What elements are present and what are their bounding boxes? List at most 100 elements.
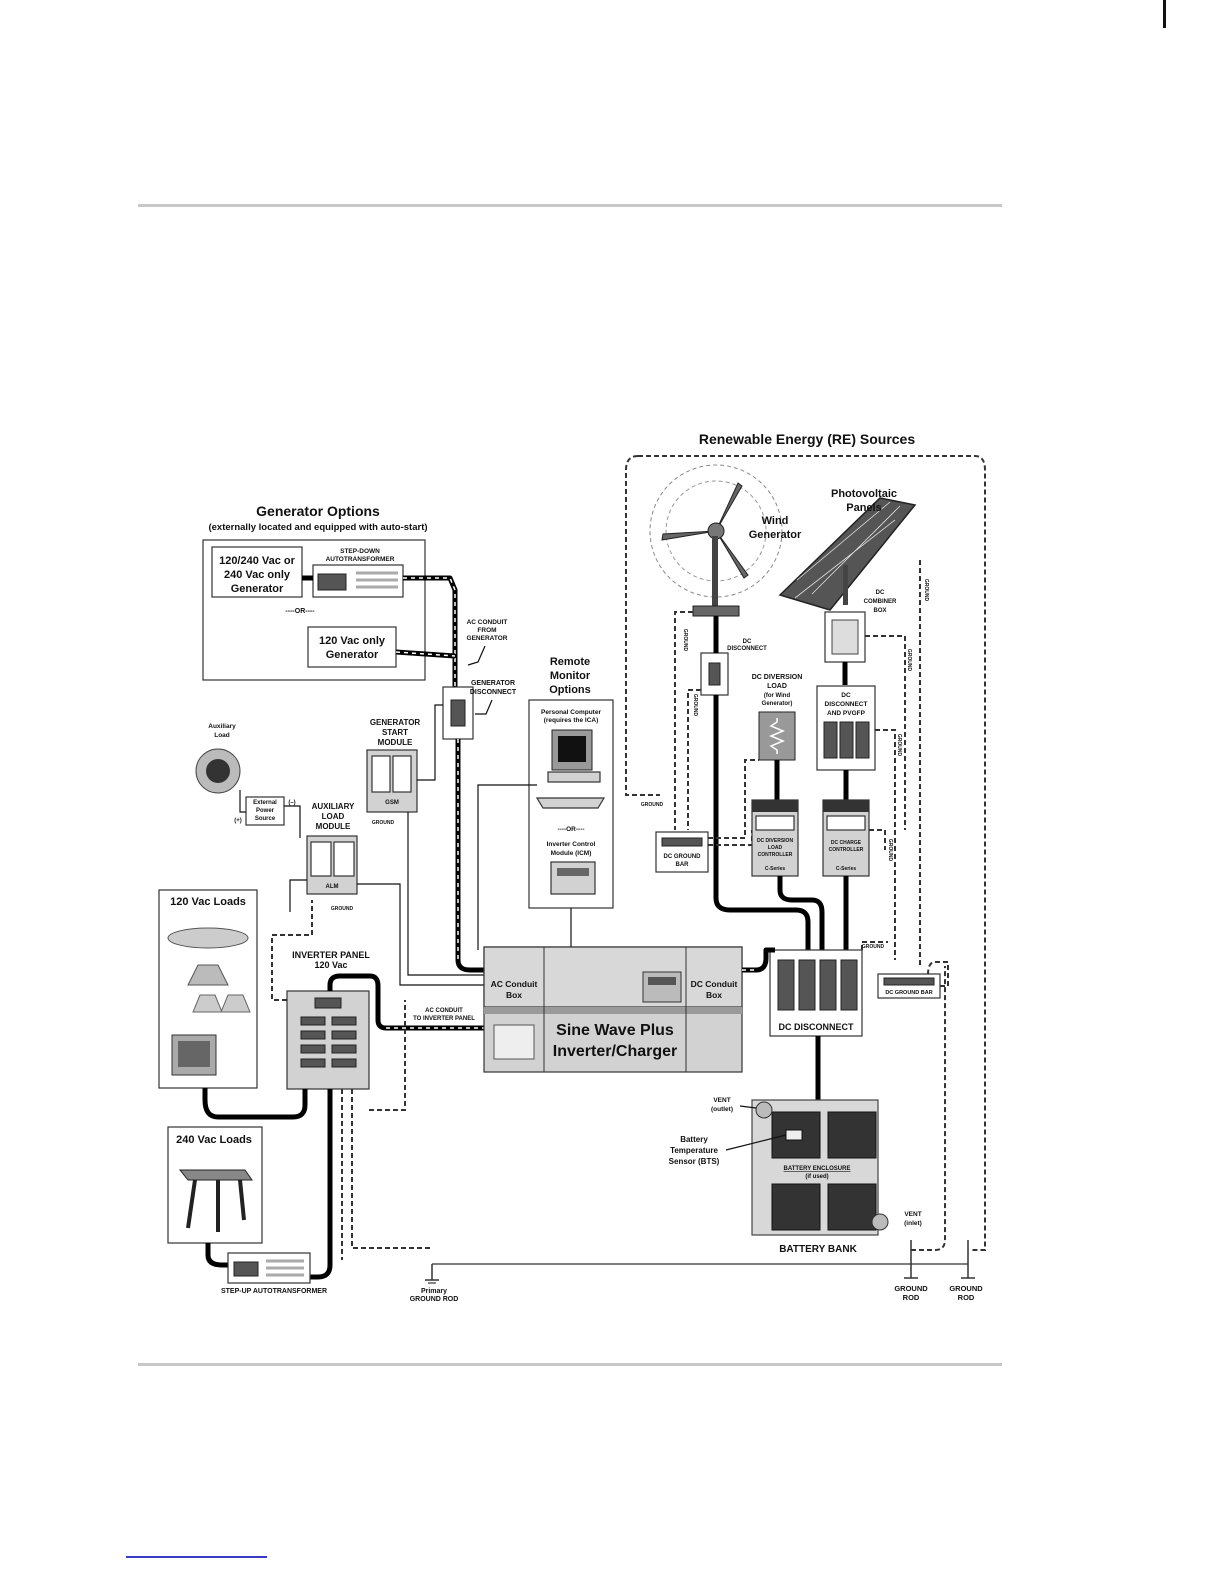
page-edge-bar	[1163, 0, 1166, 28]
alm-ground-label: GROUND	[331, 906, 354, 912]
chg-ground-label: GROUND	[887, 839, 893, 862]
dc-combiner-label-3: BOX	[873, 608, 886, 614]
icm-label-2: Module (ICM)	[551, 850, 592, 857]
pc-screen	[558, 736, 586, 762]
div-ctrl-series: C-Series	[765, 866, 786, 872]
gen-240-label-3: Generator	[231, 583, 284, 595]
wire-to-240-loads	[205, 1243, 228, 1268]
dc-pvgfp-label-3: AND PVGFP	[827, 710, 866, 717]
resistor-icon	[769, 718, 785, 754]
ext-power-label-1: External	[253, 800, 277, 806]
bts-label-3: Sensor (BTS)	[669, 1157, 720, 1166]
inverter-panel-title-2: 120 Vac	[314, 960, 347, 970]
ac-conduit-gen-label-3: GENERATOR	[467, 635, 508, 642]
wind-label-2: Generator	[749, 529, 802, 541]
gsm-cable	[407, 812, 484, 976]
remote-or-label: ----OR----	[557, 826, 584, 833]
external-power-source	[245, 796, 285, 826]
pv-ground-label-3: GROUND	[896, 734, 902, 757]
inverter-panel-breakers	[300, 1016, 357, 1068]
lamp-top	[187, 964, 229, 986]
pc-label-2: (requires the ICA)	[544, 717, 599, 724]
ext-power-minus: (–)	[288, 800, 295, 806]
wind-blade-1	[715, 482, 743, 532]
dc-diversion-label-2: LOAD	[767, 683, 787, 690]
battery-4	[827, 1183, 877, 1231]
ext-power-plus: (+)	[234, 818, 242, 824]
dc-diversion-label-3: (for Wind	[764, 693, 791, 699]
pv-label-1: Photovoltaic	[831, 488, 897, 500]
vent-inlet-label-2: (inlet)	[904, 1220, 922, 1227]
step-down-transformer-unit	[317, 573, 347, 591]
dc-ground-bar2-label: DC GROUND BAR	[885, 990, 932, 996]
re-sources-border-left	[625, 455, 660, 796]
dc-combiner-label-2: COMBINER	[864, 599, 897, 605]
alm-title-1: AUXILIARY	[312, 802, 355, 811]
primary-ground-label-2: GROUND ROD	[410, 1296, 459, 1303]
wire-to-120-loads	[202, 1088, 308, 1120]
ceiling-fan	[167, 927, 249, 949]
primary-ground-label-1: Primary	[421, 1288, 447, 1295]
wire-to-step-up	[305, 1089, 333, 1280]
ac-conduit-panel-label-1: AC CONDUIT	[425, 1008, 463, 1014]
gen-240-label-2: 240 Vac only	[224, 569, 291, 581]
enclosure-label-1: BATTERY ENCLOSURE	[784, 1166, 851, 1172]
wind-tower	[712, 536, 718, 606]
battery-temperature-sensor	[785, 1129, 803, 1141]
table-saw	[178, 1169, 253, 1181]
ext-power-label-2: Power	[256, 808, 275, 814]
ac-conduit-gen-label-2: FROM	[477, 627, 496, 634]
alm-label: ALM	[326, 884, 339, 890]
wind-blade-2	[661, 530, 717, 541]
bts-label-2: Temperature	[670, 1146, 718, 1155]
generator-disconnect-switch	[450, 699, 466, 727]
ac-conduit-box-label-2: Box	[506, 990, 522, 1000]
wind-swept-area	[649, 464, 783, 598]
dc-disc-ground-label: GROUND	[862, 944, 885, 950]
gsm-title-2: START	[382, 728, 408, 737]
step-up-label: STEP-UP AUTOTRANSFORMER	[221, 1288, 327, 1295]
pv-ground-label-1: GROUND	[923, 579, 929, 602]
gen-disconnect-label-1: GENERATOR	[471, 680, 515, 687]
ac-conduit-panel-label-2: TO INVERTER PANEL	[413, 1016, 475, 1022]
aux-load-label-2: Load	[214, 732, 230, 739]
dc-diversion-label-4: Generator)	[762, 701, 793, 707]
dc-diversion-controller	[751, 799, 799, 877]
alm-cable	[357, 883, 484, 986]
pc-label-1: Personal Computer	[541, 709, 601, 716]
generator-options-title: Generator Options	[256, 503, 380, 519]
ground-rod-2-label-2: ROD	[958, 1293, 975, 1302]
vent-outlet	[755, 1101, 773, 1119]
gsm-title-1: GENERATOR	[370, 718, 421, 727]
gen-or-label: ----OR----	[285, 608, 315, 615]
inverter-panel-title-1: INVERTER PANEL	[292, 950, 370, 960]
pv-ground-label-2: GROUND	[906, 649, 912, 672]
dc-disconnect-small-label-2: DISCONNECT	[727, 646, 767, 652]
loads-240-box	[167, 1126, 263, 1244]
ac-wire-from-generator	[403, 575, 458, 705]
remote-monitor-label-2: Monitor	[550, 670, 591, 682]
wind-dc-wire	[713, 695, 811, 950]
footer-rule	[138, 1363, 1002, 1366]
bts-label-1: Battery	[680, 1135, 708, 1144]
loads-240-title: 240 Vac Loads	[176, 1134, 252, 1146]
dc-pvgfp-label-2: DISCONNECT	[825, 701, 868, 708]
chg-ctrl-label-1: DC CHARGE	[831, 840, 862, 846]
dc-pvgfp-label-1: DC	[841, 692, 851, 699]
lamp-right	[220, 994, 251, 1013]
gen-120-label-2: Generator	[326, 649, 379, 661]
vent-outlet-label-1: VENT	[713, 1097, 730, 1104]
inverter-title-2: Inverter/Charger	[553, 1043, 678, 1060]
wind-ground-label-2: GROUND	[692, 694, 698, 717]
inverter-vent	[493, 1024, 535, 1060]
ground-rod-1-label-1: GROUND	[894, 1284, 928, 1293]
remote-monitor-label-3: Options	[549, 684, 591, 696]
dc-disconnect-small-label-1: DC	[743, 639, 752, 645]
dc-ground-bar-label-2: BAR	[676, 862, 690, 868]
vent-outlet-label-2: (outlet)	[711, 1106, 733, 1113]
div-ctrl-label-1: DC DIVERSION	[757, 838, 794, 844]
gsm-to-disconnect	[417, 704, 443, 781]
vent-inlet	[871, 1213, 889, 1231]
battery-3	[771, 1183, 821, 1231]
pc-base	[547, 771, 601, 783]
